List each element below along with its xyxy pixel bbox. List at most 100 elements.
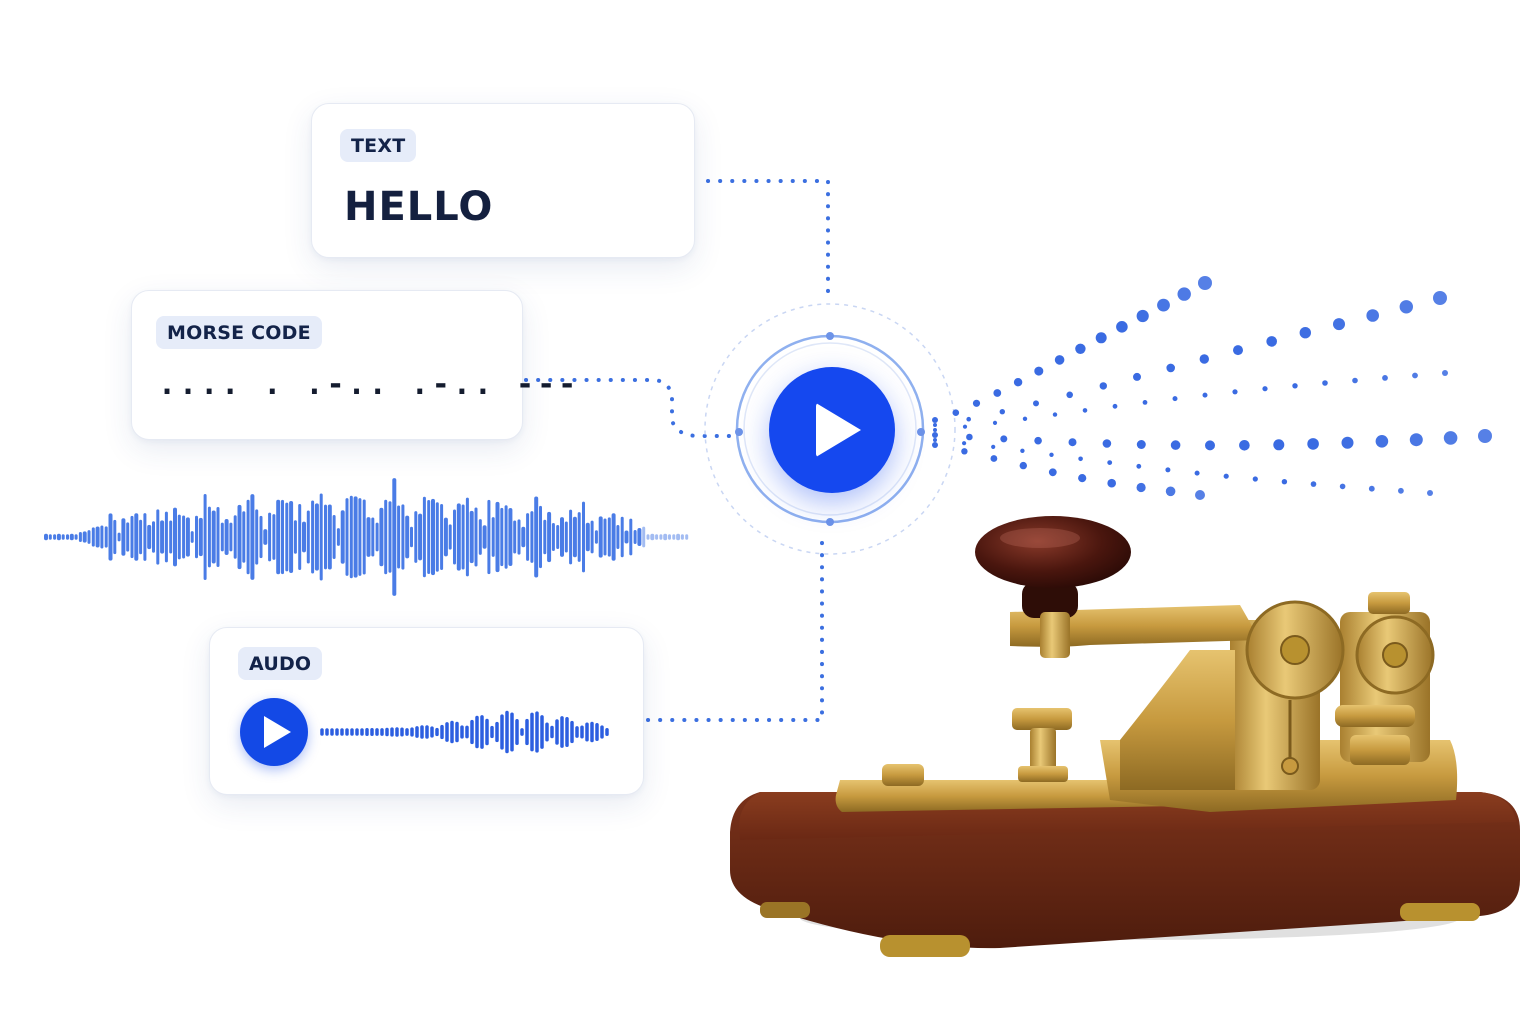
signal-dot	[932, 432, 938, 438]
signal-dot	[1034, 366, 1044, 376]
signal-dot	[1020, 448, 1025, 453]
signal-dot	[1095, 332, 1107, 344]
signal-dot	[1368, 485, 1375, 492]
signal-dot	[1233, 345, 1243, 356]
signal-dot	[990, 455, 998, 462]
signal-dot	[1232, 389, 1238, 395]
signal-dot	[1165, 467, 1171, 473]
signal-dot	[1048, 468, 1057, 477]
signal-dot	[1172, 396, 1178, 402]
signal-dot	[933, 428, 937, 432]
connector-text	[706, 179, 830, 304]
signal-dot	[1136, 440, 1146, 449]
connector-morse	[524, 378, 740, 438]
signal-dot	[1054, 355, 1065, 365]
signal-dot	[1310, 481, 1317, 487]
ring-nodes	[735, 332, 925, 526]
signal-dot	[1398, 487, 1404, 494]
signal-dot	[1409, 433, 1423, 447]
signal-dot	[1427, 490, 1433, 496]
signal-dot	[1239, 440, 1250, 451]
signal-dot	[1322, 380, 1328, 386]
signal-dot	[1116, 321, 1128, 333]
signal-dot	[933, 438, 937, 442]
text-value: HELLO	[344, 184, 494, 230]
signal-dot	[966, 416, 971, 422]
signal-dot	[1205, 440, 1215, 451]
signal-dot	[962, 441, 967, 446]
signal-dot	[1262, 386, 1268, 392]
morse-panel: MORSE CODE .... . .-.. .-.. ---	[131, 290, 576, 440]
signal-dot	[1034, 436, 1042, 445]
signal-dot	[1412, 372, 1418, 379]
signal-dot	[1166, 363, 1175, 373]
signal-dot	[1133, 372, 1141, 381]
text-panel: TEXT HELLO	[311, 103, 695, 258]
signal-dot	[991, 444, 996, 449]
signal-dot	[1199, 354, 1210, 364]
play-icon	[264, 716, 291, 748]
signal-dot	[1136, 309, 1149, 323]
signal-dot	[972, 399, 981, 407]
signal-dot	[993, 389, 1002, 397]
signal-dot	[1195, 490, 1205, 500]
signal-particles	[932, 276, 1492, 500]
signal-dot	[1341, 436, 1354, 449]
signal-dot	[1333, 318, 1345, 331]
audio-label: AUDO	[238, 647, 323, 680]
signal-dot	[1375, 435, 1389, 448]
signal-dot	[1443, 431, 1458, 445]
signal-dot	[1339, 483, 1346, 490]
signal-dot	[1442, 370, 1448, 376]
signal-dot	[1366, 309, 1379, 322]
signal-dot	[1177, 287, 1191, 301]
signal-dot	[1198, 276, 1212, 290]
signal-dot	[1223, 473, 1229, 479]
signal-dot	[1068, 438, 1077, 447]
signal-dot	[1033, 400, 1039, 407]
signal-dot	[999, 409, 1005, 415]
signal-dot	[1478, 429, 1492, 443]
signal-dot	[1170, 440, 1181, 450]
signal-dot	[1299, 327, 1312, 339]
signal-dot	[933, 423, 937, 427]
convert-play-button[interactable]	[769, 367, 895, 493]
audio-waveform	[320, 710, 609, 754]
signal-dot	[1049, 452, 1054, 457]
signal-dot	[1136, 482, 1146, 493]
signal-dot	[1136, 463, 1142, 469]
play-icon	[816, 403, 861, 457]
signal-dot	[1112, 403, 1118, 409]
signal-dot	[1382, 375, 1388, 381]
signal-dot	[1157, 298, 1170, 312]
signal-dot	[966, 433, 973, 441]
signal-dot	[1078, 474, 1087, 483]
signal-dot	[1252, 476, 1258, 482]
signal-dot	[1292, 383, 1298, 389]
signal-dot	[1066, 391, 1073, 399]
signal-dot	[1107, 460, 1113, 465]
signal-dot	[1202, 392, 1208, 398]
signal-dot	[1273, 439, 1285, 451]
telegraph-key	[730, 516, 1520, 957]
signal-dot	[1194, 470, 1200, 476]
connector-lines	[524, 179, 830, 722]
signal-dot	[1082, 408, 1088, 413]
signal-dot	[952, 409, 960, 417]
signal-dot	[1102, 439, 1112, 448]
signal-dot	[1281, 479, 1288, 485]
morse-value: .... . .-.. .-.. ---	[158, 367, 580, 402]
audio-panel: AUDO	[209, 627, 644, 795]
text-label: TEXT	[340, 129, 417, 162]
signal-dot	[1022, 416, 1028, 421]
signal-dot	[1000, 435, 1008, 443]
connector-audio	[646, 538, 824, 722]
signal-dot	[932, 442, 938, 448]
signal-dot	[1107, 478, 1116, 488]
signal-dot	[961, 448, 968, 455]
signal-dot	[1013, 378, 1023, 387]
signal-dot	[1078, 456, 1083, 462]
audio-play-button[interactable]	[240, 698, 308, 766]
signal-dot	[1433, 291, 1447, 305]
